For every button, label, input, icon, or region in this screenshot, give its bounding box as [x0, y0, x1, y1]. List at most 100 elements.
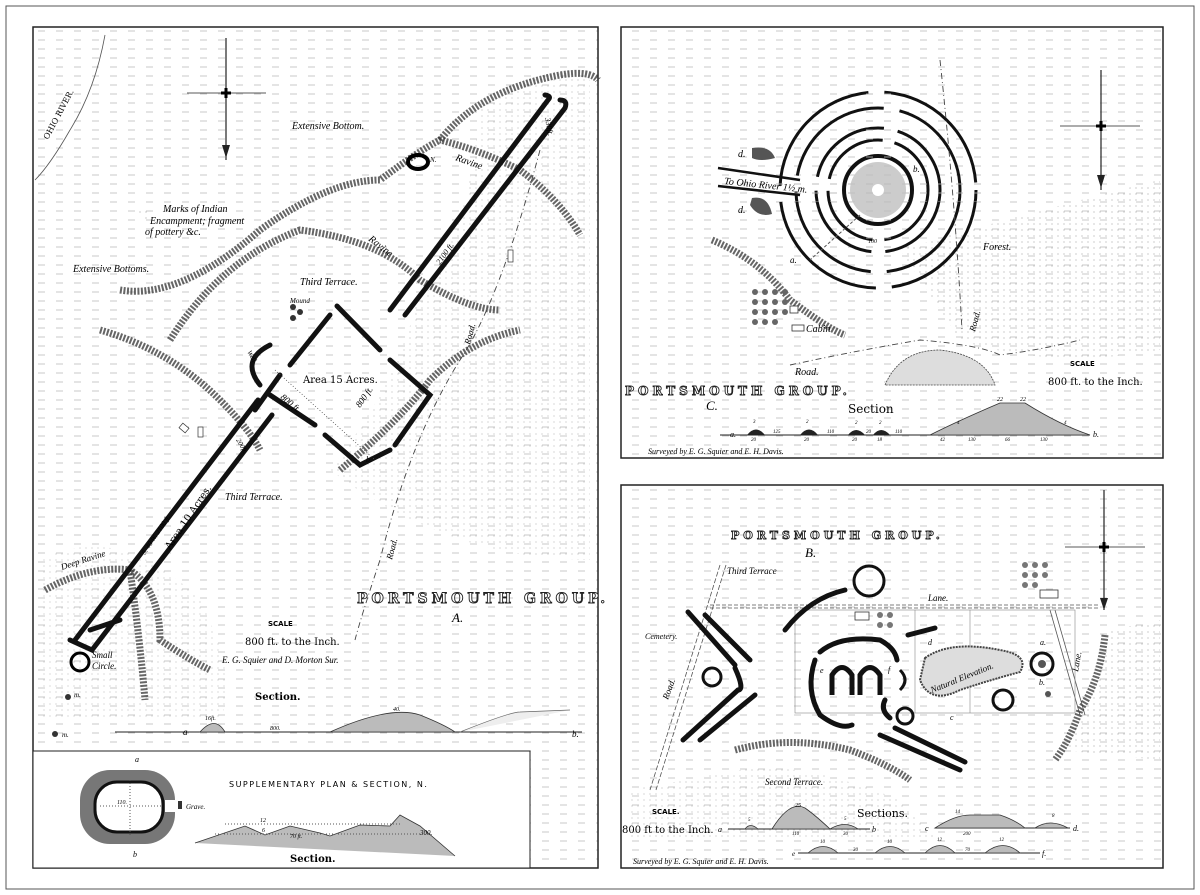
section-ef-height: 12: [937, 838, 943, 843]
panel-b-title: PORTSMOUTH GROUP.: [731, 529, 944, 542]
label-marks-2: Encampment; fragment: [149, 216, 244, 227]
label-f: f: [888, 665, 892, 674]
label-extensive-bottoms: Extensive Bottoms.: [72, 264, 149, 275]
section-c-width: 20: [866, 430, 872, 435]
inset-section-total: 300.: [419, 829, 433, 837]
label-a: a.: [790, 255, 797, 265]
section-c-height: 22: [997, 397, 1003, 403]
section-height-2: 40.: [393, 706, 401, 713]
section-cd-d: d.: [1073, 824, 1079, 833]
section-c-height: 2: [879, 421, 882, 426]
section-ab-width: 110: [792, 832, 800, 837]
panel-a-scale-text: 800 ft. to the Inch.: [245, 637, 340, 648]
panel-a-title: PORTSMOUTH GROUP.: [357, 591, 609, 607]
label-small-circle-2: Circle.: [92, 661, 116, 671]
panel-a-surveyors: E. G. Squier and D. Morton Sur.: [221, 655, 339, 665]
section-cd-width: 200: [963, 832, 971, 837]
section-c-width: 66: [1005, 438, 1011, 443]
label-dim-100: 100: [868, 239, 877, 245]
panel-b-letter: B.: [805, 545, 816, 560]
panel-a-letter: A.: [451, 610, 463, 625]
section-ef-height: 10: [887, 840, 893, 845]
label-a: a.: [1040, 638, 1046, 647]
section-ef-width: 70: [965, 848, 971, 853]
section-ab-width: 30: [843, 832, 849, 837]
panel-b: PORTSMOUTH GROUP. B.: [620, 484, 1164, 869]
north-arrow-icon: [187, 38, 266, 160]
panel-b-scale-text: 800 ft to the Inch.: [622, 825, 714, 836]
supplementary-inset: a b 110. Grave. SUPPLEMENTARY PLAN & SEC…: [32, 750, 531, 869]
panel-a: OHIO RIVER.: [32, 26, 609, 869]
natural-elevation-hill: [918, 645, 1024, 697]
label-second-terrace: Second Terrace.: [765, 777, 823, 787]
label-c: c: [950, 713, 954, 722]
earthworks-b: [680, 564, 1055, 773]
label-e: e: [820, 666, 824, 675]
panel-b-sections: a b 5 25 5 110 30 c d. 14 8 200 e f. 10 …: [718, 803, 1079, 858]
label-extensive-bottom: Extensive Bottom.: [291, 121, 364, 132]
inset-section-heading: Section.: [290, 854, 336, 865]
ravine-upper: [437, 69, 601, 143]
label-third-terrace: Third Terrace: [727, 566, 777, 576]
section-c-width: 20: [852, 438, 858, 443]
ravine-north: [119, 136, 584, 295]
section-c-height: 2: [855, 421, 858, 426]
panel-c-scale-text: 800 ft. to the Inch.: [1048, 377, 1143, 388]
section-c-width: 18: [877, 438, 883, 443]
hill-mound: [884, 349, 996, 386]
section-c-width: 110: [895, 430, 903, 435]
plate-border: [5, 5, 1195, 890]
label-small-circle-1: Small: [92, 650, 113, 660]
section-c-height: 22: [1020, 397, 1026, 403]
panel-c-letter: C.: [706, 398, 718, 413]
label-lane-2: Lane.: [1070, 651, 1084, 674]
panel-b-surveyors: Surveyed by E. G. Squier and E. H. Davis…: [633, 857, 769, 866]
panel-a-section: Section. a b. 16ft. 800. 40.: [115, 692, 582, 739]
label-marks-1: Marks of Indian: [162, 204, 227, 215]
section-c-width: 42: [940, 438, 946, 443]
inset-diameter: 110.: [117, 800, 127, 806]
section-cd-height: 14: [955, 810, 961, 815]
panel-a-scale-heading: SCALE: [268, 620, 293, 628]
label-b: b.: [366, 455, 372, 464]
panel-c-surveyors: Surveyed by E. G. Squier and E. H. Davis…: [648, 447, 784, 456]
label-d-1: d.: [738, 149, 746, 160]
label-d-2: d.: [738, 205, 746, 216]
section-ab-a: a: [718, 825, 722, 834]
section-c-label-b: b.: [1093, 430, 1099, 439]
section-label-a: a: [183, 727, 188, 737]
section-c-width: 20: [751, 438, 757, 443]
section-height-1: 16ft.: [205, 715, 216, 722]
section-label-b: b.: [572, 729, 579, 739]
bluff-ridge: [710, 236, 847, 339]
label-m-2: m.: [62, 731, 69, 739]
label-cabin: Cabin: [806, 324, 830, 335]
inset-label-a: a: [135, 755, 139, 764]
section-cd-c: c: [925, 824, 929, 833]
label-third-terrace-2: Third Terrace.: [225, 492, 283, 503]
panel-c-title: PORTSMOUTH GROUP.: [625, 384, 851, 398]
section-cd-height: 8: [1052, 814, 1055, 819]
section-c-width: 110: [827, 430, 835, 435]
label-n: N.: [429, 156, 437, 164]
panel-c-section: a. b. 3 2 2 2 22 22 4 4 20 125 20 110 20…: [720, 397, 1099, 443]
label-forest: Forest.: [982, 242, 1011, 253]
label-d: d: [928, 638, 933, 647]
north-arrow-icon: [1065, 490, 1145, 610]
label-b: b.: [913, 164, 920, 174]
ravine-east: [337, 326, 521, 473]
section-ab-height: 25: [795, 803, 801, 809]
section-c-width: 125: [773, 430, 781, 435]
panel-c-section-heading: Section: [848, 402, 894, 416]
section-ef-height: 12: [999, 838, 1005, 843]
label-mound: Mound: [289, 297, 310, 305]
section-c-width: 130: [968, 438, 976, 443]
inset-title: SUPPLEMENTARY PLAN & SECTION, N.: [229, 780, 428, 789]
section-c-height: 4: [1064, 421, 1067, 426]
section-ef-width: 30: [853, 848, 859, 853]
section-ef-f: f.: [1042, 849, 1046, 858]
section-heading: Section.: [255, 692, 301, 703]
label-lane-1: Lane.: [927, 593, 948, 603]
panel-c: To Ohio River 1½ m. d. d. a. b. 100 Fore…: [620, 26, 1164, 459]
